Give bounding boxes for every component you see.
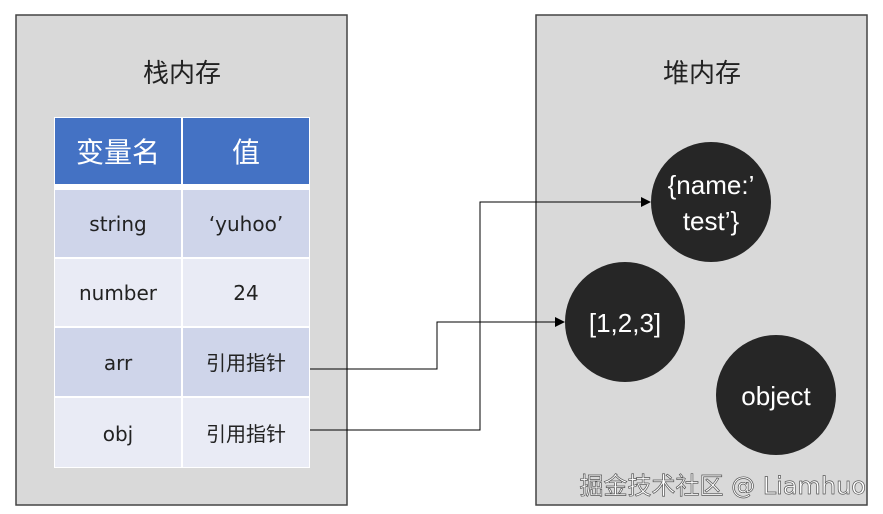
header-cell-value (183, 118, 309, 184)
heap-memory-panel: 堆内存 {name:’ test’} [1,2,3] object (535, 14, 868, 506)
svg-text:[1,2,3]: [1,2,3] (589, 308, 661, 338)
stack-title: 栈内存 (143, 59, 221, 89)
heap-object-array: [1,2,3] (565, 262, 685, 382)
row-name: string (89, 212, 146, 236)
header-variable-name: 变量名 (76, 136, 160, 169)
heap-object-name-test: {name:’ test’} (651, 142, 771, 262)
heap-title: 堆内存 (663, 59, 741, 89)
header-cell-name (55, 118, 181, 184)
obj-pointer-arrow (310, 197, 651, 431)
table-row: number 24 (55, 259, 309, 326)
table-row: arr 引用指针 (55, 328, 309, 396)
table-row: obj 引用指针 (55, 398, 309, 467)
svg-text:test’}: test’} (683, 206, 740, 236)
row-name: number (79, 281, 158, 305)
row-name: obj (103, 422, 134, 446)
row-value: 引用指针 (206, 422, 286, 446)
svg-text:object: object (741, 381, 811, 411)
heap-object-generic: object (716, 335, 836, 455)
arr-pointer-arrow (310, 317, 565, 370)
table-row: string ‘yuhoo’ (55, 190, 309, 257)
stack-memory-panel: 栈内存 变量名 值 string ‘yuhoo’ number 24 (15, 14, 348, 506)
header-value: 值 (232, 136, 260, 169)
row-value: ‘yuhoo’ (209, 212, 283, 236)
row-name: arr (104, 351, 133, 375)
watermark: 掘金技术社区 @ Liamhuo (580, 472, 867, 500)
variable-table: 变量名 值 string ‘yuhoo’ number 24 arr 引用指针 (54, 117, 310, 468)
svg-text:{name:’: {name:’ (668, 170, 755, 200)
row-value: 24 (233, 281, 258, 305)
row-value: 引用指针 (206, 351, 286, 375)
